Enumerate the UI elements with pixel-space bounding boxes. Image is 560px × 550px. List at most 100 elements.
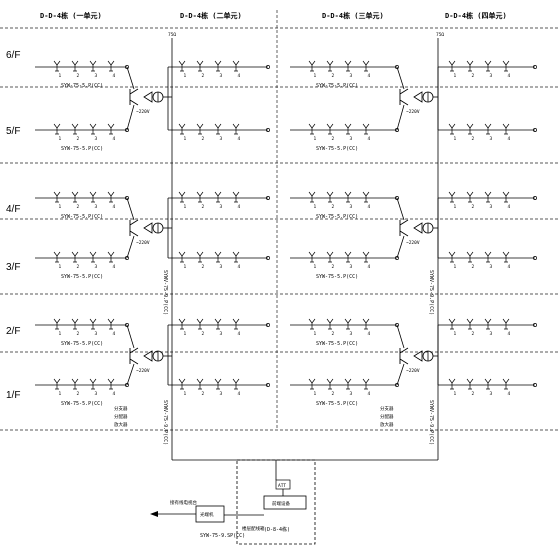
left-f65-up-right-outlet-3: 3 [214,60,223,79]
outlet-stem-icon [55,383,59,390]
outlet-number: 3 [350,331,353,337]
outlet-stem-icon [328,128,332,135]
left-f65-down-left-feed [126,104,135,131]
outlet-stem-icon [468,196,472,203]
right-f43-up-right-outlet-2: 2 [466,191,475,210]
outlet-stem-icon [73,256,77,263]
outlet-stem-icon [55,323,59,330]
right-f65-up-right-outlet-3: 3 [484,60,493,79]
left-f43-down-right-outlet-2: 2 [196,251,205,270]
left-f65-down-right-outlet-4: 4 [232,123,241,142]
amp-left-f65-voltage-label: ~220V [136,109,150,115]
outlet-stem-icon [450,383,454,390]
outlet-number: 3 [490,136,493,142]
left-f21-cable-down: SYW-75-5.P(CC) [61,401,103,407]
outlet-number: 2 [77,136,80,142]
callout-splitter-a: 分支器 [114,405,128,412]
outlet-number: 1 [59,331,62,337]
amp-left-f65-transistor-icon [129,88,139,106]
outlet-stem-icon [55,128,59,135]
right-f21-down-left-outlet-1: 1 [308,378,317,397]
right-f21-down-left-feed [396,363,405,386]
amp-right-f21-amplifier-icon [413,350,423,362]
outlet-number: 3 [490,331,493,337]
right-f21-up-left-outlet-3: 3 [344,318,353,337]
left-f43-down-right-outlet-1: 1 [178,251,187,270]
outlet-stem-icon [180,256,184,263]
left-f21-up-left-outlet-2: 2 [71,318,80,337]
left-f65-down-left-outlet-3: 3 [89,123,98,142]
outlet-number: 1 [184,391,187,397]
left-f21-down-right-outlet-3: 3 [214,378,223,397]
right-f21-up-left-outlet-4: 4 [362,318,371,337]
right-f21-down-left-terminator [395,383,399,387]
outlet-number: 4 [368,73,371,79]
outlet-number: 2 [202,331,205,337]
outlet-stem-icon [468,383,472,390]
outlet-stem-icon [504,128,508,135]
cable-labels: SYW-75-5.P(CC)SYW-75-5.P(CC)SYW-75-5.P(C… [61,83,434,445]
outlet-stem-icon [198,256,202,263]
outlet-number: 3 [220,331,223,337]
floor-label-5f: 5/F [6,126,20,137]
left-f43-up-left-terminator [125,196,129,200]
right-f65-up-left-outlet-3: 3 [344,60,353,79]
left-f65-up-right-outlet-1: 1 [178,60,187,79]
outlet-number: 2 [332,331,335,337]
outlet-stem-icon [73,65,77,72]
floor-label-1f: 1/F [6,390,20,401]
right-f43-down-left-outlet-4: 4 [362,251,371,270]
outlet-stem-icon [216,196,220,203]
left-f43-down-right-outlet-3: 3 [214,251,223,270]
left-f21-up-right-outlet-4: 4 [232,318,241,337]
outlet-stem-icon [234,128,238,135]
outlet-number: 2 [472,73,475,79]
outlet-stem-icon [180,383,184,390]
left-f43-up-right-outlet-4: 4 [232,191,241,210]
outlet-number: 3 [490,391,493,397]
amp-left-f43-amplifier-icon [143,222,153,234]
left-f65-up-left-outlet-3: 3 [89,60,98,79]
right-f43-up-left-feed [396,197,405,221]
outlet-stem-icon [73,323,77,330]
outlet-number: 2 [77,331,80,337]
left-f43-up-left-outlet-2: 2 [71,191,80,210]
outlet-number: 4 [238,204,241,210]
outlet-stem-icon [346,256,350,263]
outlet-number: 4 [368,136,371,142]
outlet-stem-icon [91,196,95,203]
right-f21-up-left-feed [396,324,405,349]
right-f43-up-right-terminator [533,196,537,200]
amp-left-f21-amplifier-icon [143,350,153,362]
outlet-stem-icon [504,65,508,72]
outlet-stem-icon [91,256,95,263]
right-f65-up-right-outlet-1: 1 [448,60,457,79]
outlet-number: 3 [95,331,98,337]
right-f21-up-left-terminator [395,323,399,327]
outlet-number: 1 [59,136,62,142]
left-f21-up-right-terminator [266,323,270,327]
left-f43-down-right-terminator [266,256,270,260]
outlet-number: 2 [77,391,80,397]
left-f43-up-left-outlet-4: 4 [107,191,116,210]
floor-label-3f: 3/F [6,262,20,273]
right-f43-down-left-terminator [395,256,399,260]
left-f21-up-left-terminator [125,323,129,327]
outlet-stem-icon [234,196,238,203]
outlet-number: 4 [508,264,511,270]
right-f43-down-left-feed [396,235,405,259]
attenuator-label: ATT [278,483,286,489]
cabinet-title: (D-8-4栋) [264,526,290,533]
right-f65-up-left-terminator [395,65,399,69]
outlet-stem-icon [55,65,59,72]
outlet-number: 3 [350,391,353,397]
left-f65-up-left-outlet-2: 2 [71,60,80,79]
right-f65-up-right-outlet-2: 2 [466,60,475,79]
outlet-stem-icon [450,196,454,203]
riser-right-cable-b: SYWV-75-9.P(CC) [428,400,434,445]
outlet-number: 1 [59,204,62,210]
outlet-stem-icon [310,128,314,135]
